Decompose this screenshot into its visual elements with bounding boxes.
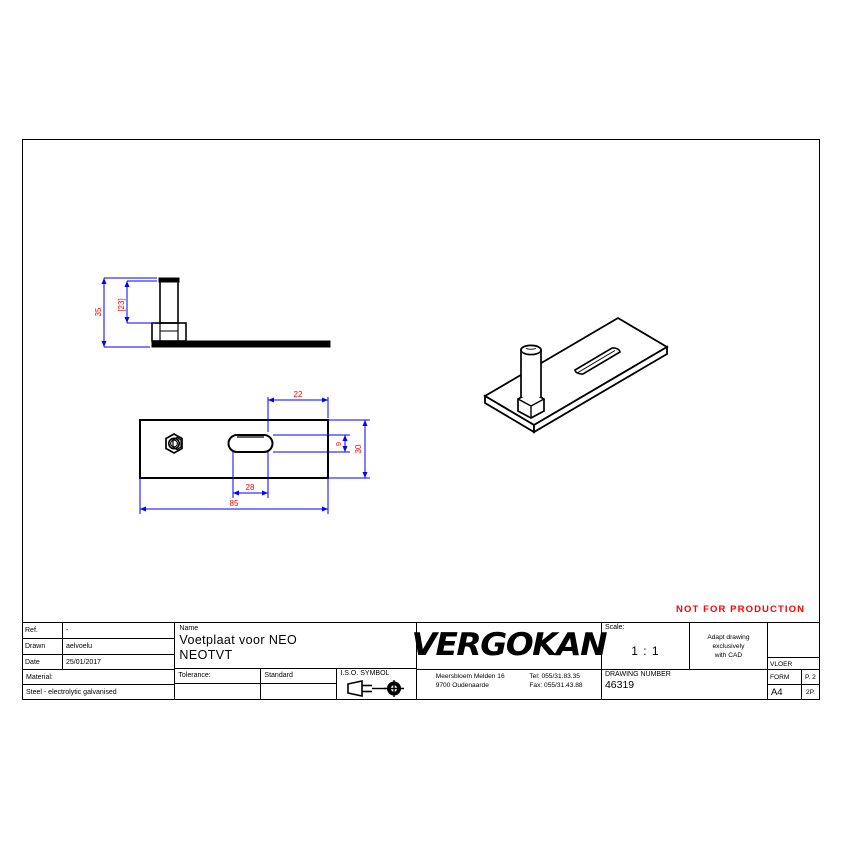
material-value: Steel - electrolytic galvanised	[26, 688, 117, 696]
drawn-value: aelvoelu	[66, 643, 93, 650]
date-label: Date	[23, 655, 63, 669]
title-block-left: Ref. - Drawn aelvoelu Date 25/01/2017 Ma…	[23, 623, 176, 699]
ref-label: Ref.	[23, 623, 63, 638]
form-value: A4	[770, 686, 783, 698]
address-column: Meersbloem Melden 16 9700 Oudenaarde	[436, 672, 505, 699]
company-block: VERGOKAN Meersbloem Melden 16 9700 Ouden…	[412, 623, 608, 699]
part-name: Voetplaat voor NEO	[179, 633, 298, 647]
drawing-number-value: 46319	[604, 679, 635, 691]
scale-adapt-row: Scale: 1 : 1 Adapt drawing exclusively w…	[601, 623, 819, 670]
part-name-block: Name Voetplaat voor NEO NEOTVT	[175, 623, 417, 669]
vloer-label: VLOER	[769, 660, 793, 668]
form-label: FORM	[767, 670, 801, 685]
scale-label: Scale:	[604, 624, 625, 631]
adapt-line-3: with CAD	[714, 652, 743, 659]
vergokan-logo: VERGOKAN	[412, 623, 608, 669]
page-suffix: P.	[809, 688, 815, 696]
iso-symbol-cell: I.S.O. SYMBOL	[337, 669, 416, 699]
drawn-label: Drawn	[23, 639, 63, 654]
telephone: Tel: 055/31.83.35	[529, 672, 580, 680]
drawing-frame-border	[22, 139, 820, 700]
adapt-drawing-note: Adapt drawing exclusively with CAD	[690, 623, 768, 670]
form-cell: FORM A4	[767, 670, 802, 699]
scale-value: 1 : 1	[631, 644, 660, 658]
page-cell: P. 2 2 P.	[801, 670, 819, 699]
name-label: Name	[179, 625, 199, 632]
iso-symbol-label: I.S.O. SYMBOL	[340, 669, 390, 677]
drawn-row: Drawn aelvoelu	[23, 639, 175, 655]
scale-cell: Scale: 1 : 1	[602, 623, 690, 670]
fax: Fax: 055/31.43.88	[529, 682, 583, 690]
company-address: Meersbloem Melden 16 9700 Oudenaarde Tel…	[417, 668, 601, 699]
page-count: 2	[805, 688, 810, 696]
tolerance-standard-row: Tolerance: Standard I.S.O. SYMBOL	[175, 668, 416, 699]
ref-row: Ref. -	[23, 623, 175, 639]
standard-label: Standard	[261, 669, 337, 684]
tolerance-value	[175, 684, 260, 699]
address-line-2: 9700 Oudenaarde	[435, 682, 489, 690]
tolerance-cell: Tolerance:	[175, 668, 262, 699]
title-block: Ref. - Drawn aelvoelu Date 25/01/2017 Ma…	[22, 622, 820, 700]
standard-value	[261, 684, 336, 699]
page-label: P. 2	[801, 670, 819, 685]
first-angle-projection-icon	[337, 678, 416, 699]
date-row: Date 25/01/2017	[23, 655, 175, 670]
adapt-line-2: exclusively	[712, 643, 745, 650]
page-count-row: 2 P.	[802, 685, 819, 699]
ref-value: -	[66, 627, 69, 634]
vloer-cell: VLOER	[767, 623, 819, 670]
standard-cell: Standard	[261, 668, 338, 699]
not-for-production-warning: NOT FOR PRODUCTION	[676, 604, 806, 615]
drawing-number-cell: DRAWING NUMBER 46319	[602, 670, 768, 699]
drawing-number-row: DRAWING NUMBER 46319 FORM A4 P. 2 2 P.	[602, 670, 819, 699]
material-label: Material:	[23, 670, 175, 685]
title-block-right: Scale: 1 : 1 Adapt drawing exclusively w…	[601, 623, 819, 699]
address-line-1: Meersbloem Melden 16	[435, 672, 505, 680]
title-block-middle: Name Voetplaat voor NEO NEOTVT Tolerance…	[175, 623, 418, 699]
tolerance-label: Tolerance:	[175, 669, 261, 684]
part-code: NEOTVT	[179, 648, 233, 662]
drawing-number-label: DRAWING NUMBER	[604, 671, 671, 678]
vloer-blank-area	[767, 623, 819, 658]
adapt-line-1: Adapt drawing	[707, 634, 750, 641]
material-cell: Material: Steel - electrolytic galvanise…	[23, 670, 175, 699]
date-value: 25/01/2017	[66, 658, 102, 666]
company-name: VERGOKAN	[411, 627, 608, 664]
contact-column: Tel: 055/31.83.35 Fax: 055/31.43.88	[529, 672, 582, 699]
